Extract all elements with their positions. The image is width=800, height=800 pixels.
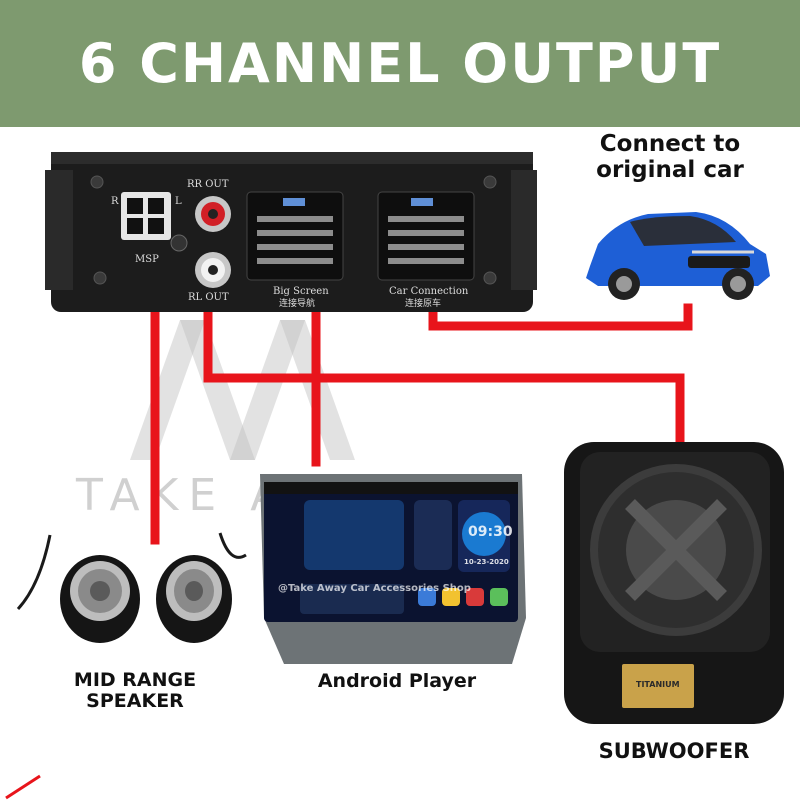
label-big-screen: Big Screen <box>273 286 329 297</box>
subwoofer-badge: TITANIUM <box>636 680 680 689</box>
wire-subwoofer <box>203 307 685 443</box>
label-car-connection-cn: 连接原车 <box>405 297 441 309</box>
label-rl-out: RL OUT <box>188 292 229 303</box>
midrange-label: MID RANGE SPEAKER <box>73 669 197 713</box>
label-big-screen-cn: 连接导航 <box>279 297 315 309</box>
subwoofer <box>564 442 784 724</box>
label-msp: MSP <box>135 254 159 265</box>
wire-car <box>428 303 693 331</box>
banner-title: 6 CHANNEL OUTPUT <box>78 32 722 95</box>
car-illustration <box>586 212 770 300</box>
corner-red-mark <box>5 774 41 800</box>
label-r: R <box>111 196 119 207</box>
car-label: Connect to original car <box>596 131 744 183</box>
header-banner: 6 CHANNEL OUTPUT <box>0 0 800 127</box>
label-rr-out: RR OUT <box>187 179 229 190</box>
player-date: 10-23-2020 <box>464 558 509 566</box>
amplifier-box: RR OUT RL OUT R L MSP Big Screen 连接导航 Ca… <box>45 152 537 312</box>
player-label: Android Player <box>317 670 477 692</box>
subwoofer-label: SUBWOOFER <box>598 739 750 763</box>
android-player <box>260 474 526 664</box>
label-car-connection: Car Connection <box>389 286 469 297</box>
player-watermark: @Take Away Car Accessories Shop <box>278 583 471 594</box>
player-clock: 09:30 <box>468 524 513 540</box>
midrange-speakers <box>16 532 247 643</box>
label-l: L <box>175 196 182 207</box>
